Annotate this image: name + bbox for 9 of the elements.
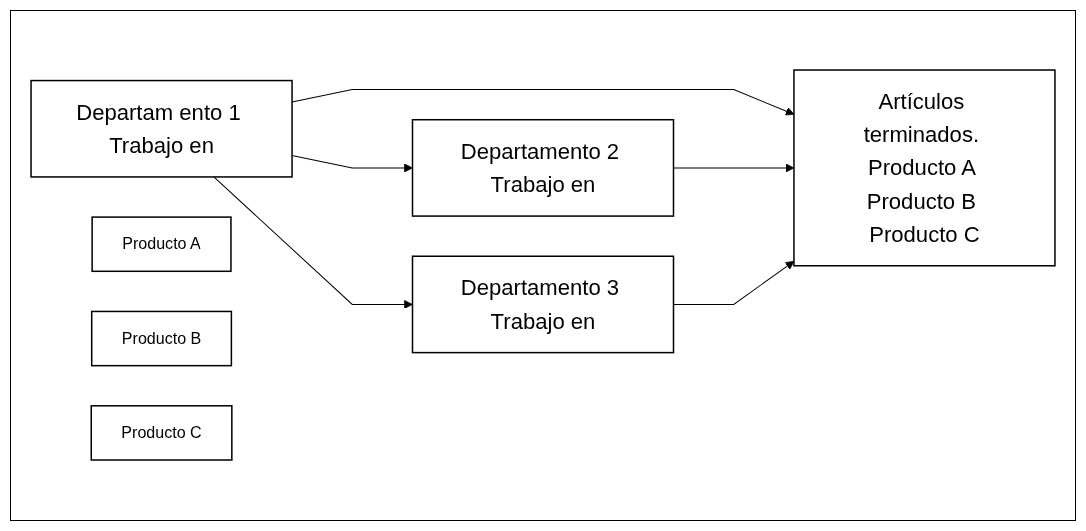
arrow xyxy=(673,261,795,306)
node-box: Producto C xyxy=(90,405,233,462)
node-box: Producto A xyxy=(91,216,232,273)
node-box: Departamento 3 Trabajo en xyxy=(411,255,675,354)
node-box: Departam ento 1 Trabajo en xyxy=(30,80,293,179)
node-box: Departamento 2 Trabajo en xyxy=(411,119,675,218)
arrow xyxy=(213,176,413,310)
node-box: Artículos terminados. Producto A Producto B Producto C xyxy=(793,69,1056,267)
node-box: Producto B xyxy=(90,311,233,367)
